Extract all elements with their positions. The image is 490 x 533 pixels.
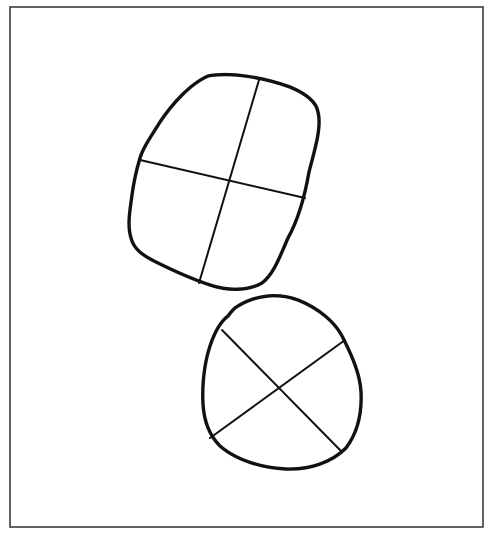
upper-particle [129,75,319,290]
upper-particle-short-axis [140,160,305,198]
lower-particle-axis-a [222,330,342,452]
lower-particle-outline [203,296,361,469]
upper-particle-outline [129,75,319,290]
figure-frame [10,7,483,527]
lower-particle-axis-b [210,340,345,438]
lower-particle [203,296,361,469]
